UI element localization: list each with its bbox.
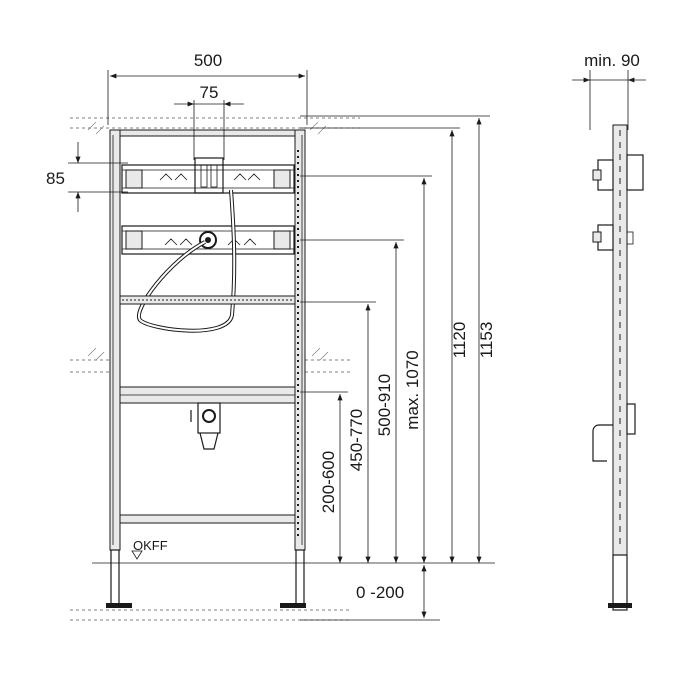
height-200-600-label: 200-600: [319, 451, 338, 513]
foot-adjust-label: 0 -200: [356, 583, 404, 602]
okff-label: OKFF: [133, 538, 168, 553]
width-dimension: 500: [107, 51, 308, 125]
height-500-910-label: 500-910: [375, 374, 394, 436]
opening-dimension: 75: [174, 83, 244, 160]
height-1120-label: 1120: [450, 322, 469, 359]
rail-spacing-label: 85: [46, 169, 65, 188]
frame-width-label: 500: [194, 51, 222, 70]
frame: [106, 129, 306, 608]
side-depth-label: min. 90: [584, 51, 640, 70]
height-450-770-label: 450-770: [347, 409, 366, 471]
vertical-dimensions: 1153 1120 max. 1070 500-910 450-770 200-…: [300, 115, 496, 621]
height-max-1070-label: max. 1070: [403, 350, 422, 429]
opening-width-label: 75: [200, 83, 219, 102]
height-1153-label: 1153: [477, 322, 496, 359]
side-view: min. 90: [572, 51, 646, 611]
rail-spacing-dimension: 85: [46, 142, 128, 212]
floor-marker-icon: [131, 550, 143, 560]
